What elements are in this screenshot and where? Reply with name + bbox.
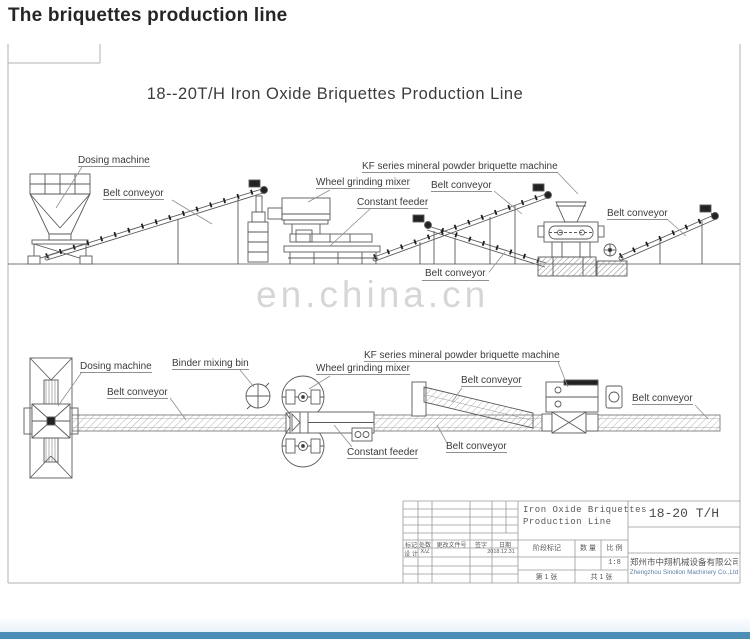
label-kf-briquette-machine-top: KF series mineral powder briquette machi… xyxy=(362,161,558,173)
label-dosing-machine-top: Dosing machine xyxy=(78,155,150,167)
belt-conveyor-return-elevation xyxy=(412,214,547,268)
bottom-blue-bar xyxy=(0,632,750,639)
titleblock-rev-col-count: 处数 xyxy=(418,543,431,549)
leader-lines-top xyxy=(55,166,687,277)
label-belt-conveyor-2-plan: Belt conveyor xyxy=(461,375,522,387)
dosing-machine-plan xyxy=(23,357,79,479)
label-belt-conveyor-2-top: Belt conveyor xyxy=(431,180,492,192)
title-block-grid xyxy=(402,500,740,583)
wheel-grinding-mixer-elevation xyxy=(267,197,331,243)
label-belt-conveyor-3-plan: Belt conveyor xyxy=(446,441,507,453)
titleblock-stage-label: 阶段标记 xyxy=(533,545,561,552)
leader-lines-plan xyxy=(57,361,709,448)
titleblock-rev-col-file: 更改文件号 xyxy=(436,543,467,549)
page-title: The briquettes production line xyxy=(8,5,288,26)
titleblock-rev-col-date: 日期 xyxy=(498,543,511,549)
bucket-elevator xyxy=(247,195,269,263)
belt-conveyor-1-elevation xyxy=(44,179,268,264)
titleblock-company-en: Zhengzhou Sinolion Machinery Co.,Ltd xyxy=(629,569,739,576)
bottom-light-strip xyxy=(0,616,750,632)
titleblock-drawing-name-line1: Iron Oxide Briquettes xyxy=(523,505,647,515)
label-constant-feeder-top: Constant feeder xyxy=(357,197,429,209)
titleblock-rev-col-sign: 签字 xyxy=(474,543,487,549)
belt-conveyor-3-elevation xyxy=(618,204,719,264)
drawing-frame xyxy=(7,44,741,584)
belt-conveyor-2-elevation xyxy=(372,183,552,264)
constant-feeder-elevation xyxy=(283,233,381,264)
titleblock-capacity: 18-20 T/H xyxy=(648,506,720,521)
briquette-machine-plan xyxy=(541,379,623,434)
label-kf-briquette-machine-plan: KF series mineral powder briquette machi… xyxy=(364,350,560,362)
titleblock-sheet-total: 共 1 张 xyxy=(590,574,613,581)
titleblock-scale-value: 1:8 xyxy=(608,559,621,567)
label-belt-conveyor-4-plan: Belt conveyor xyxy=(632,393,693,405)
titleblock-qty-label: 数 量 xyxy=(580,545,596,552)
label-belt-conveyor-1-top: Belt conveyor xyxy=(103,188,164,200)
titleblock-scale-label: 比 例 xyxy=(606,545,623,552)
titleblock-design-date: 2018.12.31 xyxy=(487,549,515,555)
binder-mixing-bin-plan xyxy=(245,382,271,410)
label-belt-conveyor-3-top: Belt conveyor xyxy=(607,208,668,220)
titleblock-sheet-no: 第 1 张 xyxy=(535,574,558,581)
label-belt-conveyor-1-plan: Belt conveyor xyxy=(107,387,168,399)
titleblock-company-cn: 郑州市中翔机械设备有限公司 xyxy=(630,557,738,567)
label-wheel-grinding-mixer-top: Wheel grinding mixer xyxy=(316,177,410,189)
wheel-grinding-mixer-plan xyxy=(281,375,325,468)
label-dosing-machine-plan: Dosing machine xyxy=(80,361,152,373)
drawing-title: 18--20T/H Iron Oxide Briquettes Producti… xyxy=(146,85,524,103)
titleblock-designer: X/Z xyxy=(420,549,430,555)
inclined-conveyor-plan xyxy=(423,386,534,429)
plan-main-belt xyxy=(71,414,721,432)
briquette-machine-elevation xyxy=(537,201,628,277)
titleblock-design-label: 设 计 xyxy=(404,552,418,558)
label-binder-mixing-bin-plan: Binder mixing bin xyxy=(172,358,249,370)
constant-feeder-plan xyxy=(289,411,375,442)
titleblock-rev-col-mark: 标记 xyxy=(404,543,417,549)
titleblock-drawing-name-line2: Production Line xyxy=(523,517,612,527)
label-belt-conveyor-4-top: Belt conveyor xyxy=(422,267,489,281)
label-constant-feeder-plan: Constant feeder xyxy=(347,447,419,459)
label-wheel-grinding-mixer-plan: Wheel grinding mixer xyxy=(316,363,410,375)
